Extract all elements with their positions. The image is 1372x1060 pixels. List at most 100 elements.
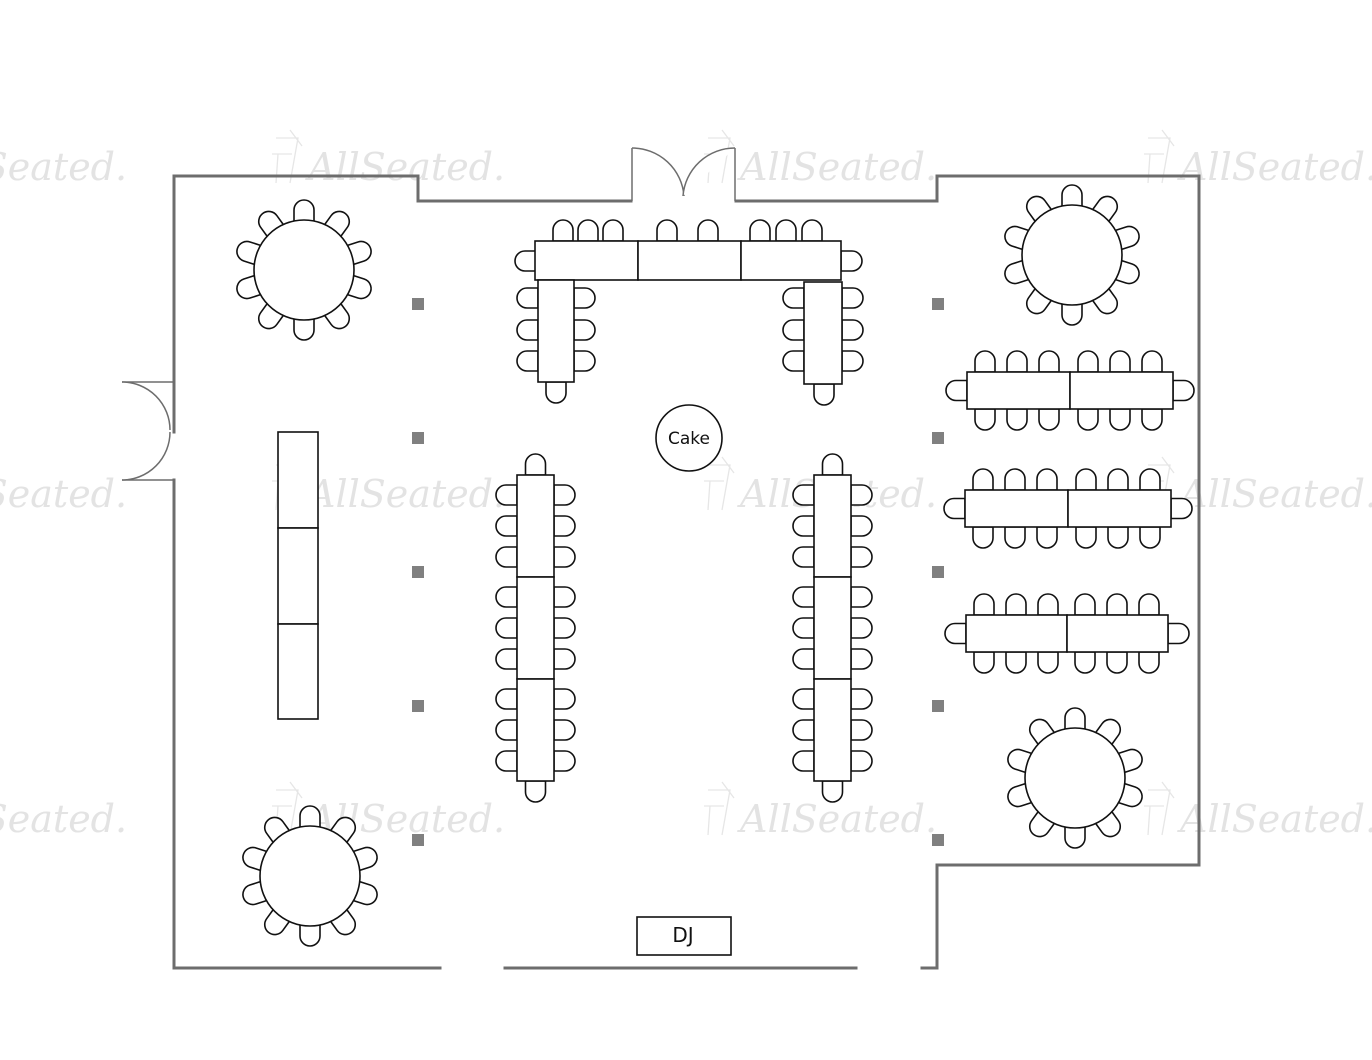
round-tabletop: [253, 219, 355, 321]
chair: [850, 750, 873, 772]
chair: [782, 350, 805, 372]
chair: [257, 302, 285, 330]
chair: [841, 287, 864, 309]
chair: [553, 546, 576, 568]
watermark-logo: AllSeated.: [1144, 456, 1372, 516]
chair: [850, 515, 873, 537]
chair: [1170, 497, 1193, 520]
chair: [602, 219, 624, 242]
chair: [329, 816, 357, 844]
chair: [782, 287, 805, 309]
tabletop-segment: [277, 527, 319, 625]
chair: [1139, 468, 1161, 491]
chair: [553, 586, 576, 608]
chair: [1172, 379, 1195, 402]
round-table: [242, 805, 378, 947]
tabletop-segment: [740, 240, 842, 281]
chair: [782, 319, 805, 341]
chair: [1109, 350, 1131, 373]
watermark-logo: AllSeated.: [704, 781, 937, 841]
column: [412, 700, 424, 712]
chair: [697, 219, 719, 242]
chair: [495, 688, 518, 710]
watermark-logo: AllSeated.: [272, 781, 505, 841]
room-walls: [172, 174, 1201, 970]
chair: [1061, 303, 1083, 326]
chair: [1028, 718, 1056, 746]
chair: [792, 484, 815, 506]
tabletop-segment: [964, 489, 1069, 528]
head-table: [514, 219, 864, 406]
chair: [1005, 651, 1027, 674]
chair: [850, 648, 873, 670]
tabletop-segment: [813, 474, 852, 578]
chair: [293, 199, 315, 222]
chair: [553, 648, 576, 670]
chair: [1074, 593, 1096, 616]
double-door-top: [631, 147, 736, 201]
chair: [495, 648, 518, 670]
chair: [573, 319, 596, 341]
chair: [1141, 350, 1163, 373]
chair: [801, 219, 823, 242]
chair: [323, 302, 351, 330]
watermark-text: AllSeated.: [1177, 472, 1372, 516]
chair: [1025, 195, 1053, 223]
chair: [1138, 651, 1160, 674]
chair: [792, 688, 815, 710]
banquet-table: [944, 593, 1190, 674]
chair: [749, 219, 771, 242]
chair: [972, 468, 994, 491]
chair: [553, 750, 576, 772]
column: [412, 566, 424, 578]
chair: [553, 617, 576, 639]
chair: [974, 408, 996, 431]
chair: [1094, 718, 1122, 746]
chair: [792, 515, 815, 537]
dj-label: DJ: [672, 923, 693, 947]
chair: [1038, 350, 1060, 373]
chair: [841, 350, 864, 372]
chair: [973, 651, 995, 674]
column: [412, 834, 424, 846]
chair: [792, 750, 815, 772]
dj-booth: DJ: [636, 916, 732, 956]
chair: [1037, 651, 1059, 674]
chair: [1006, 350, 1028, 373]
watermark-logo: AllSeated.: [1144, 781, 1372, 841]
chair: [293, 318, 315, 341]
chair: [553, 688, 576, 710]
chair: [972, 526, 994, 549]
double-door-left: [121, 381, 174, 481]
chair: [944, 622, 967, 645]
chair: [1028, 810, 1056, 838]
chair: [1107, 526, 1129, 549]
chair: [1091, 287, 1119, 315]
tabletop-segment: [803, 281, 843, 385]
tabletop-segment: [813, 576, 852, 680]
chair: [1004, 468, 1026, 491]
chair: [553, 719, 576, 741]
watermark-text: AllSeated.: [305, 472, 505, 516]
chair: [792, 617, 815, 639]
chair: [656, 219, 678, 242]
chair: [943, 497, 966, 520]
watermark-logo: AllSeated.: [1144, 129, 1372, 189]
tabletop-segment: [637, 240, 742, 281]
tabletop-segment: [1067, 489, 1172, 528]
chair: [1167, 622, 1190, 645]
chair: [495, 719, 518, 741]
cake-label: Cake: [668, 429, 710, 449]
chair: [299, 924, 321, 947]
chair: [1077, 350, 1099, 373]
chair: [1141, 408, 1163, 431]
chair: [850, 617, 873, 639]
tabletop-segment: [966, 371, 1071, 410]
round-table: [236, 199, 372, 341]
chair: [974, 350, 996, 373]
chair: [516, 319, 539, 341]
chair: [1107, 468, 1129, 491]
watermark-logo: AllSeated.: [0, 145, 127, 189]
chair: [792, 586, 815, 608]
